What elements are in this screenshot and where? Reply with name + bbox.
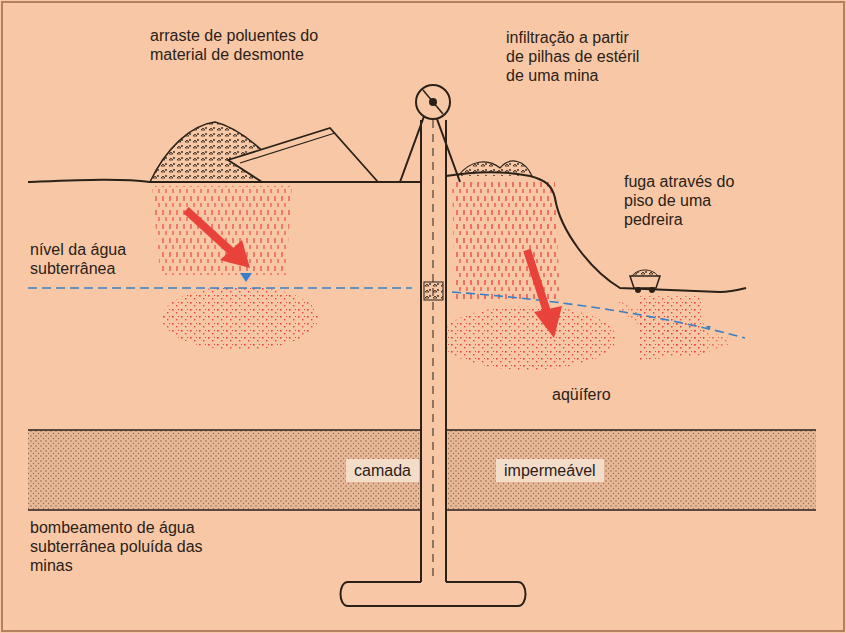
- annotation-label: arraste de poluentes do material de desm…: [150, 26, 350, 64]
- illustration-part: [649, 287, 655, 293]
- illustration-part: [240, 273, 252, 282]
- illustration-part: [186, 210, 232, 252]
- illustration-part: [706, 326, 711, 330]
- illustration-part: [421, 182, 446, 582]
- illustration-part: [615, 300, 735, 352]
- illustration-part: [433, 120, 434, 580]
- illustration-part: [162, 286, 318, 350]
- impermeable-layer: camada impermeável: [28, 430, 816, 510]
- layer-label: camada: [346, 459, 419, 482]
- illustration-part: [635, 287, 641, 293]
- illustration-part: [220, 240, 250, 268]
- illustration-part: [458, 161, 532, 176]
- illustration-part: [452, 292, 745, 338]
- annotation-label: aqüífero: [552, 385, 672, 404]
- illustration-part: [527, 250, 548, 315]
- annotation-label: fuga através do piso de uma pedreira: [624, 172, 764, 229]
- illustration-part: [445, 120, 447, 582]
- illustration-part: [240, 133, 335, 163]
- illustration-part: [152, 186, 292, 275]
- illustration-part: [424, 282, 443, 300]
- layer-label: impermeável: [496, 459, 604, 482]
- illustration-part: [420, 120, 422, 582]
- annotation-label: bombeamento de água subterrânea poluída …: [30, 518, 212, 575]
- annotation-label: nível da água subterrânea: [30, 240, 162, 278]
- illustration-part: [440, 306, 616, 370]
- annotation-label: infiltração a partir de pilhas de estéri…: [506, 28, 644, 85]
- illustration-part: [423, 90, 443, 114]
- illustration-part: [341, 582, 526, 606]
- illustration-part: [534, 306, 562, 338]
- illustration-part: [228, 128, 378, 182]
- illustration-part: [28, 287, 412, 289]
- illustration-part: [452, 182, 560, 300]
- illustration-part: [446, 172, 746, 292]
- illustration-part: [632, 270, 658, 276]
- illustration-part: [416, 85, 450, 119]
- illustration-part: [630, 276, 660, 288]
